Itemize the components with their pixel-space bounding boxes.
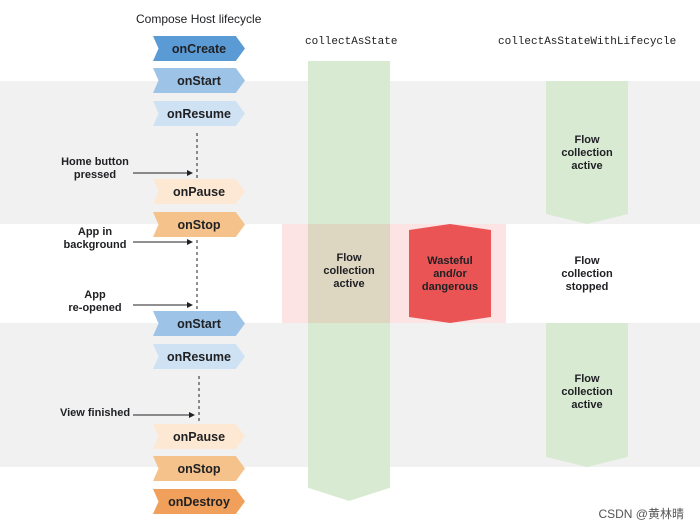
watermark: CSDN @黄林晴 <box>598 507 684 521</box>
collect-with-lifecycle-bar-bottom <box>546 323 628 467</box>
lifecycle-state-onpause-2: onPause <box>153 424 245 449</box>
lifecycle-title: Compose Host lifecycle <box>136 12 262 26</box>
wasteful-warning-shape <box>409 224 491 323</box>
lifecycle-state-ondestroy: onDestroy <box>153 489 245 514</box>
event-view-finished: View finished <box>59 407 131 419</box>
col2-active-text-bottom: Flow collection active <box>561 373 613 411</box>
wasteful-warning-text: Wasteful and/or dangerous <box>421 255 479 293</box>
lifecycle-state-onresume: onResume <box>153 101 245 126</box>
col1-title: collectAsState <box>305 36 398 48</box>
lifecycle-state-onstop: onStop <box>153 212 245 237</box>
col2-stopped-text: Flow collection stopped <box>561 255 613 293</box>
col1-active-text: Flow collection active <box>323 252 375 290</box>
col2-active-text-top: Flow collection active <box>561 134 613 172</box>
lifecycle-state-onstart-2: onStart <box>153 311 245 336</box>
collect-with-lifecycle-bar-top <box>546 81 628 224</box>
collect-as-state-background-overlap <box>308 224 390 323</box>
lifecycle-state-onresume-2: onResume <box>153 344 245 369</box>
lifecycle-state-onstop-2: onStop <box>153 456 245 481</box>
lifecycle-state-oncreate: onCreate <box>153 36 245 61</box>
lifecycle-state-onpause: onPause <box>153 179 245 204</box>
lifecycle-state-onstart: onStart <box>153 68 245 93</box>
col2-title: collectAsStateWithLifecycle <box>498 36 677 48</box>
